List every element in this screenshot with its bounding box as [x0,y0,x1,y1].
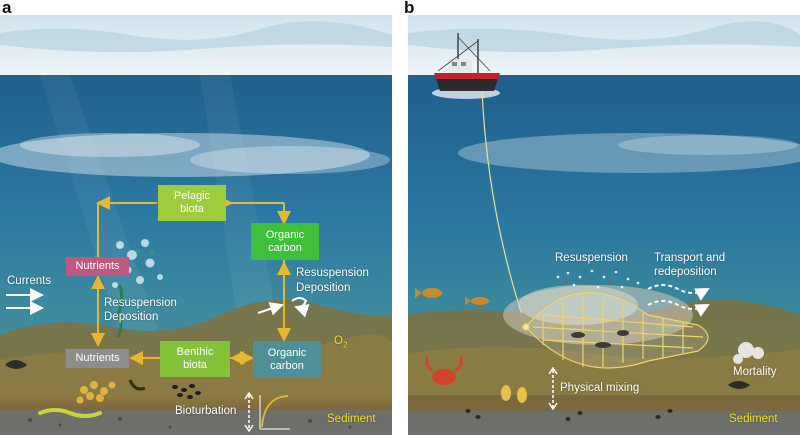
crab-icon [425,356,463,385]
sediment-label-a: Sediment [327,413,376,425]
panel-a-ocean-scene [0,15,392,435]
deposition-left-label: Deposition [104,311,159,323]
mortality-label: Mortality [733,366,777,378]
deposition-right-label: Deposition [296,282,351,294]
resuspension-left-label: Resuspension [104,297,177,309]
trawler-ship-icon [432,33,500,99]
pelagic-biota-line2: biota [180,203,204,215]
nutrients-bottom-label: Nutrients [75,352,120,364]
oxygen-subscript: 2 [342,340,348,350]
bioturbation-inset-plot [259,395,290,430]
benthic-biota-line1: Benthic [176,346,214,358]
oxygen-symbol: O [334,335,343,347]
bioturbation-label: Bioturbation [175,405,237,417]
fish-icon [415,288,489,305]
organic-carbon-bottom-line1: Organic [267,346,307,359]
shells-icon [733,342,764,364]
currents-label: Currents [7,275,52,287]
resuspension-label-b: Resuspension [555,252,628,264]
nutrients-top-box: Nutrients [66,257,129,276]
organic-carbon-top-line2: carbon [268,241,302,254]
transport-label-line2: redeposition [654,266,717,278]
sediment-label-b: Sediment [729,413,778,425]
organic-carbon-top-line1: Organic [265,228,305,241]
panel-b: Resuspension Transport and redeposition … [408,15,800,435]
benthic-biota-line2: biota [183,359,207,371]
panel-b-ocean-scene [408,15,800,435]
panel-letter-a: a [2,0,12,17]
nutrients-top-label: Nutrients [75,260,120,272]
transport-label-line1: Transport and [654,252,726,264]
physical-mixing-label: Physical mixing [560,382,640,394]
trawl-net-icon [522,292,709,369]
panel-letter-b: b [404,0,415,17]
nutrients-bottom-box: Nutrients [66,349,129,368]
pelagic-biota-line1: Pelagic [173,190,211,202]
organic-carbon-bottom-line2: carbon [270,359,304,372]
resuspension-right-label: Resuspension [296,267,369,279]
oxygen-label: O2 [334,335,347,351]
